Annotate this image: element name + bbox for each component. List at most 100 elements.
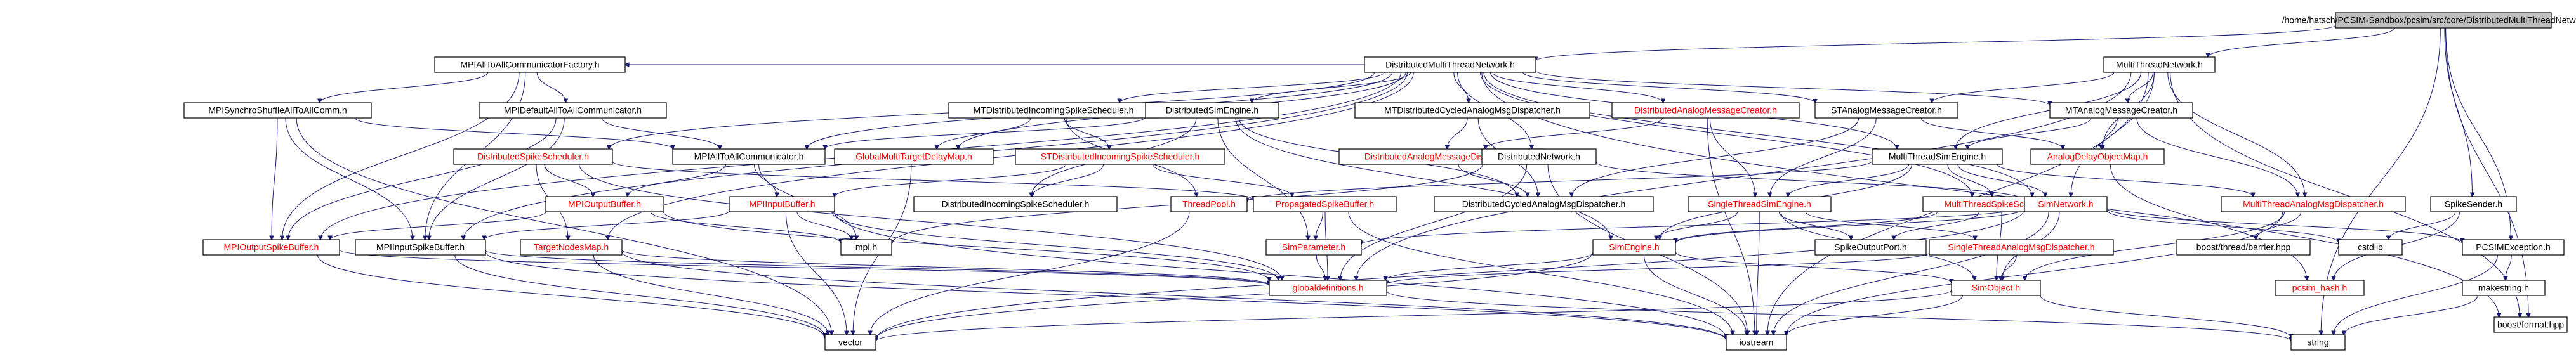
node-stse[interactable]: SingleThreadSimEngine.h xyxy=(1688,196,1832,212)
node-label-makestr: makestring.h xyxy=(2478,283,2529,293)
node-box-iostream xyxy=(1726,334,1787,351)
edge-tpool-to-vector xyxy=(870,211,1190,335)
node-mtse[interactable]: MultiThreadSimEngine.h xyxy=(1872,148,2003,165)
node-spksend[interactable]: SpikeSender.h xyxy=(2430,196,2517,212)
node-dse[interactable]: DistributedSimEngine.h xyxy=(1145,102,1279,119)
node-mtamd[interactable]: MultiThreadAnalogMsgDispatcher.h xyxy=(2221,196,2406,212)
node-mpiaa[interactable]: MPIAllToAllCommunicator.h xyxy=(672,148,826,165)
edge-stamc-to-stse xyxy=(1770,117,1877,197)
node-dnet[interactable]: DistributedNetwork.h xyxy=(1481,148,1597,165)
node-mpiaaf[interactable]: MPIAllToAllCommunicatorFactory.h xyxy=(434,56,626,73)
node-label-stamd: SingleThreadAnalogMsgDispatcher.h xyxy=(1948,242,2094,252)
edge-mtdist-to-gmtdm xyxy=(937,117,1031,149)
edge-mtss-to-spkop xyxy=(1894,211,1979,240)
node-box-mpiob xyxy=(545,196,664,212)
edge-stdist-to-mpiib xyxy=(835,164,1067,197)
edge-dnet-to-simnet xyxy=(1595,161,2024,200)
node-dissch[interactable]: DistributedIncomingSpikeScheduler.h xyxy=(913,196,1118,212)
node-label-mpiib: MPIInputBuffer.h xyxy=(749,199,815,209)
node-label-iostream: iostream xyxy=(1740,337,1774,347)
edge-dam-to-stse xyxy=(1709,117,1755,197)
edge-damd-to-dcamd xyxy=(1458,164,1528,197)
node-gmtdm[interactable]: GlobalMultiTargetDelayMap.h xyxy=(834,148,994,165)
edge-mtss-to-simeng xyxy=(1675,211,1938,242)
edge-mpiisb-to-iostream xyxy=(485,252,1726,340)
node-dss[interactable]: DistributedSpikeScheduler.h xyxy=(453,148,613,165)
node-label-adom: AnalogDelayObjectMap.h xyxy=(2047,152,2148,162)
node-box-mpidef xyxy=(479,102,667,119)
node-cstdlib[interactable]: cstdlib xyxy=(2338,239,2403,256)
node-box-dcamd xyxy=(1434,196,1654,212)
node-mpiss[interactable]: MPISynchroShuffleAllToAllComm.h xyxy=(183,102,372,119)
edge-mtamc-to-mtamd xyxy=(2136,117,2297,197)
edge-dmtn-to-simnet xyxy=(1483,72,2032,197)
node-simparam[interactable]: SimParameter.h xyxy=(1265,239,1362,256)
node-label-mpiosb: MPIOutputSpikeBuffer.h xyxy=(224,242,319,252)
edge-mpiib-to-mpiisb xyxy=(484,210,730,240)
node-mtdist[interactable]: MTDistributedIncomingSpikeScheduler.h xyxy=(948,102,1159,119)
node-label-mtamc: MTAnalogMessageCreator.h xyxy=(2065,105,2177,115)
edge-mtn-to-stamc xyxy=(1932,72,2115,103)
node-label-simobj: SimObject.h xyxy=(1972,283,2020,293)
node-iostream[interactable]: iostream xyxy=(1726,334,1787,351)
node-adom[interactable]: AnalogDelayObjectMap.h xyxy=(2030,148,2165,165)
node-box-stdist xyxy=(1015,148,1225,165)
edge-dse-to-simeng xyxy=(1235,117,1611,240)
node-makestr[interactable]: makestring.h xyxy=(2462,280,2546,296)
edge-tnm-to-iostream xyxy=(621,251,1726,340)
node-pcsimex[interactable]: PCSIMException.h xyxy=(2462,239,2565,256)
edge-tnm-to-globdef xyxy=(621,249,1269,285)
node-globdef[interactable]: globaldefinitions.h xyxy=(1269,280,1387,296)
node-box-pcsimhash xyxy=(2275,280,2365,296)
node-mpiib[interactable]: MPIInputBuffer.h xyxy=(729,196,835,212)
node-vector[interactable]: vector xyxy=(824,334,876,351)
node-box-spksend xyxy=(2430,196,2517,212)
node-bfmt[interactable]: boost/format.hpp xyxy=(2493,316,2568,333)
node-pcsimhash[interactable]: pcsim_hash.h xyxy=(2275,280,2365,296)
node-root: /home/hatsch/PCSIM-Sandbox/pcsim/src/cor… xyxy=(2282,12,2576,29)
node-box-simparam xyxy=(1265,239,1362,256)
node-mtn[interactable]: MultiThreadNetwork.h xyxy=(2103,56,2216,73)
node-mpiosb[interactable]: MPIOutputSpikeBuffer.h xyxy=(202,239,340,256)
node-mpiisb[interactable]: MPIInputSpikeBuffer.h xyxy=(355,239,486,256)
node-stamc[interactable]: STAnalogMessageCreator.h xyxy=(1814,102,1958,119)
node-box-gmtdm xyxy=(834,148,994,165)
node-mpih[interactable]: mpi.h xyxy=(840,239,892,256)
node-mtdcyc[interactable]: MTDistributedCycledAnalogMsgDispatcher.h xyxy=(1354,102,1590,119)
node-box-mtamd xyxy=(2221,196,2406,212)
node-mpiob[interactable]: MPIOutputBuffer.h xyxy=(545,196,664,212)
edge-simeng-to-iostream xyxy=(1643,254,1747,335)
node-stdist[interactable]: STDistributedIncomingSpikeScheduler.h xyxy=(1015,148,1225,165)
edge-mpidef-to-mpiosb xyxy=(288,117,557,240)
edge-mtamc-to-mtse xyxy=(1967,117,2092,149)
node-btb[interactable]: boost/thread/barrier.hpp xyxy=(2176,239,2311,256)
node-tpool[interactable]: ThreadPool.h xyxy=(1170,196,1248,212)
node-dam[interactable]: DistributedAnalogMessageCreator.h xyxy=(1611,102,1800,119)
edge-simeng-to-globdef xyxy=(1385,252,1594,280)
node-label-mtamd: MultiThreadAnalogMsgDispatcher.h xyxy=(2243,199,2384,209)
node-simobj[interactable]: SimObject.h xyxy=(1951,280,2041,296)
edge-root-to-dmtn xyxy=(1536,25,2336,61)
node-simnet[interactable]: SimNetwork.h xyxy=(2024,196,2108,212)
node-box-btb xyxy=(2176,239,2311,256)
node-box-mtdcyc xyxy=(1354,102,1590,119)
node-stamd[interactable]: SingleThreadAnalogMsgDispatcher.h xyxy=(1929,239,2114,256)
edge-stse-to-stamd xyxy=(1805,211,1975,240)
node-dcamd[interactable]: DistributedCycledAnalogMsgDispatcher.h xyxy=(1434,196,1654,212)
node-tnm[interactable]: TargetNodesMap.h xyxy=(520,239,623,256)
node-box-tpool xyxy=(1170,196,1248,212)
node-mpidef[interactable]: MPIDefaultAllToAllCommunicator.h xyxy=(479,102,667,119)
node-string[interactable]: string xyxy=(2290,334,2346,351)
edge-simobj-to-string xyxy=(2040,295,2291,338)
node-mtamc[interactable]: MTAnalogMessageCreator.h xyxy=(2049,102,2193,119)
node-spkop[interactable]: SpikeOutputPort.h xyxy=(1814,239,1927,256)
edge-simparam-to-globdef xyxy=(1316,254,1325,280)
node-psb[interactable]: PropagatedSpikeBuffer.h xyxy=(1253,196,1397,212)
node-label-dmtn: DistributedMultiThreadNetwork.h xyxy=(1385,60,1515,70)
edge-dss-to-globdef xyxy=(579,164,1282,280)
node-box-dissch xyxy=(913,196,1118,212)
edge-dnet-to-globdef xyxy=(1340,164,1528,280)
node-dmtn[interactable]: DistributedMultiThreadNetwork.h xyxy=(1364,56,1536,73)
node-simeng[interactable]: SimEngine.h xyxy=(1592,239,1676,256)
